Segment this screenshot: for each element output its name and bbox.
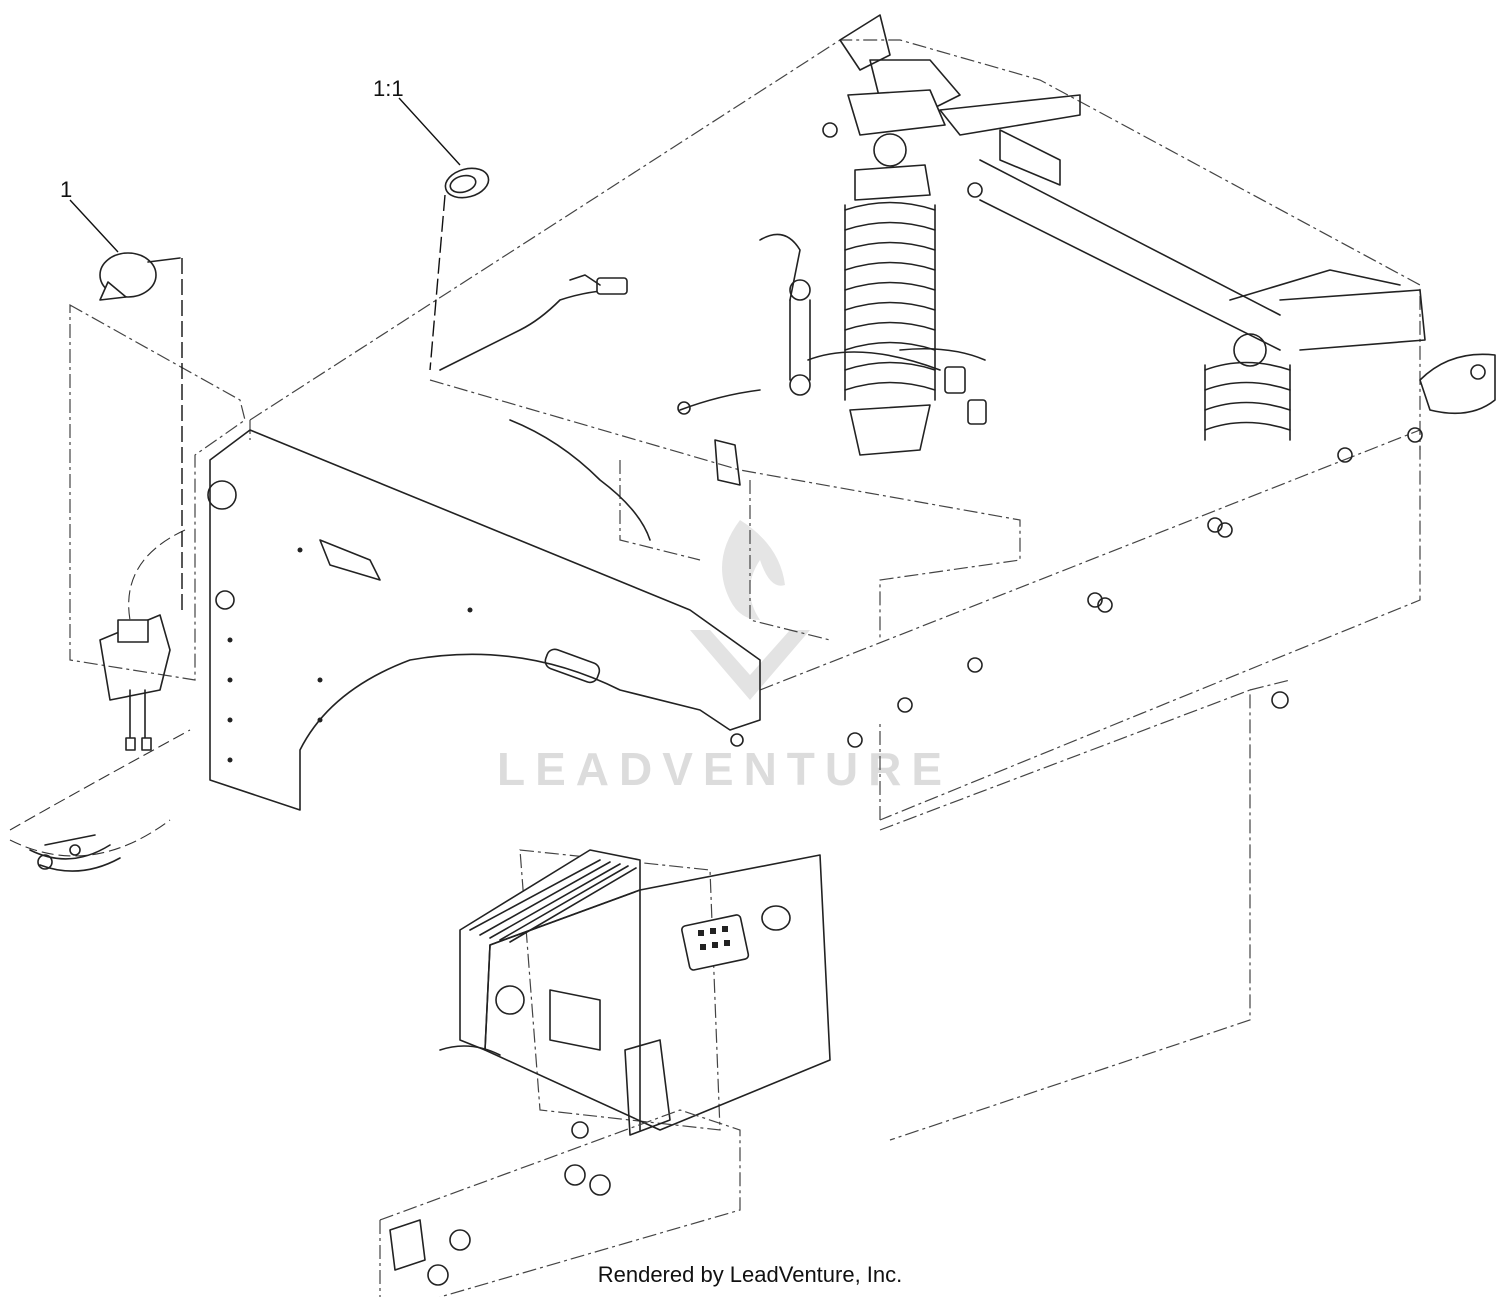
control-module xyxy=(439,849,831,1136)
chassis-frame xyxy=(249,14,1496,1141)
heatsink-fins xyxy=(469,859,637,943)
connector-pins xyxy=(698,926,730,950)
callout-1-label: 1 xyxy=(60,177,72,202)
part-1-1-ring xyxy=(398,97,490,371)
center-wiring-harness xyxy=(439,274,987,541)
part-1-round-module xyxy=(69,199,183,610)
render-credit: Rendered by LeadVenture, Inc. xyxy=(597,1262,903,1287)
leadventure-watermark-logo: LEADVENTURE xyxy=(497,520,952,795)
bolt-hole-pattern xyxy=(227,547,473,763)
watermark-text: LEADVENTURE xyxy=(497,743,952,795)
left-side-plate xyxy=(207,429,761,811)
fasteners xyxy=(730,122,1423,748)
left-panel xyxy=(69,303,246,751)
callout-1-1-label: 1:1 xyxy=(373,76,404,101)
left-wiring-harness xyxy=(9,529,191,872)
lower-hitch-tube xyxy=(379,1109,741,1297)
coil-spring-shock-left xyxy=(844,89,946,456)
upper-cross-bars xyxy=(759,94,1426,396)
coil-spring-shock-right xyxy=(1204,269,1401,441)
